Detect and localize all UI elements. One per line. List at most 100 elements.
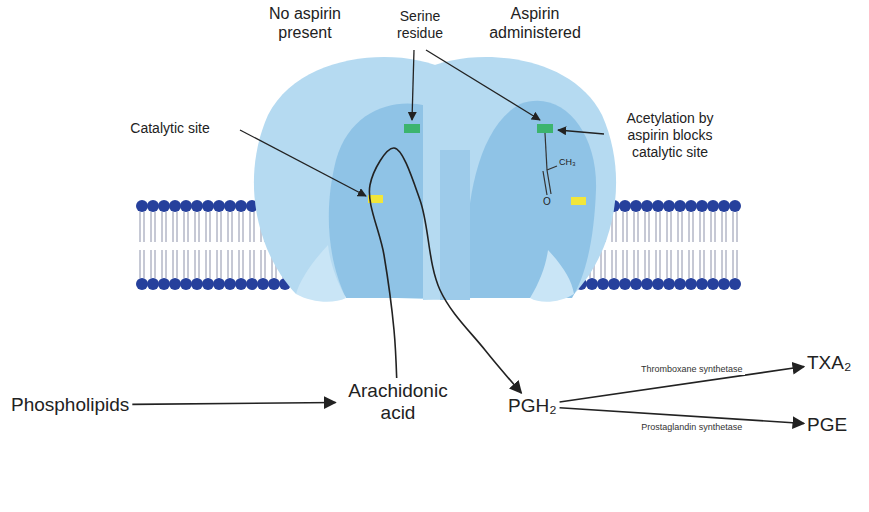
- pathway-molecule: Arachidonic acid: [336, 378, 461, 426]
- lipid-head: [608, 278, 620, 290]
- pathway-molecule: PGH₂: [505, 393, 560, 419]
- lipid-head: [619, 200, 631, 212]
- lipid-tail: [667, 212, 671, 242]
- reaction-arrow: [369, 148, 521, 393]
- lipid-tail: [217, 250, 221, 278]
- lipid-tail: [678, 250, 682, 278]
- lipid-tail: [700, 250, 704, 278]
- lipid-tail: [711, 212, 715, 242]
- lipid-tail: [173, 250, 177, 278]
- lipid-tail: [656, 250, 660, 278]
- lipid-tail: [195, 212, 199, 242]
- lipid-tail: [250, 212, 254, 242]
- lipid-head: [685, 200, 697, 212]
- callout-label: Serine residue: [384, 8, 456, 42]
- lipid-head: [674, 278, 686, 290]
- lipid-head: [169, 200, 181, 212]
- enzyme-lip: [296, 245, 346, 302]
- lipid-head: [729, 200, 741, 212]
- lipid-tail: [645, 250, 649, 278]
- lipid-tail: [261, 250, 265, 278]
- enzyme-lobe: [423, 57, 616, 300]
- lipid-tail: [228, 212, 232, 242]
- lipid-head: [707, 278, 719, 290]
- lipid-head: [202, 278, 214, 290]
- lipid-tail: [634, 212, 638, 242]
- lipid-head: [213, 200, 225, 212]
- lipid-tail: [667, 250, 671, 278]
- lipid-head: [641, 278, 653, 290]
- chemical-atom: O: [543, 196, 551, 208]
- lipid-tail: [228, 250, 232, 278]
- catalytic-site: [571, 197, 586, 205]
- lipid-tail: [733, 212, 737, 242]
- lipid-head: [663, 200, 675, 212]
- lipid-tail: [151, 250, 155, 278]
- lipid-tail: [162, 212, 166, 242]
- lipid-tail: [217, 212, 221, 242]
- lipid-tail: [722, 212, 726, 242]
- lipid-head: [257, 278, 269, 290]
- lipid-tail: [239, 212, 243, 242]
- enzyme-lobe: [254, 57, 447, 300]
- lipid-head: [652, 278, 664, 290]
- callout-label: Catalytic site: [100, 120, 240, 137]
- lipid-tail: [162, 250, 166, 278]
- node-text: TXA₂: [807, 352, 851, 374]
- lipid-head: [268, 278, 280, 290]
- lipid-head: [213, 278, 225, 290]
- lipid-tail: [689, 250, 693, 278]
- enzyme-label: Thromboxane synthetase: [639, 364, 745, 374]
- lipid-head: [235, 200, 247, 212]
- lipid-tail: [195, 250, 199, 278]
- lipid-head: [685, 278, 697, 290]
- node-text: Arachidonic acid: [339, 380, 458, 424]
- lipid-head: [180, 200, 192, 212]
- pathway-molecule: Phospholipids: [8, 392, 132, 418]
- lipid-head: [136, 278, 148, 290]
- lipid-head: [224, 200, 236, 212]
- lipid-head: [630, 200, 642, 212]
- lipid-head: [147, 278, 159, 290]
- lipid-tail: [140, 212, 144, 242]
- serine-residue: [537, 124, 553, 133]
- lipid-tail: [700, 212, 704, 242]
- lipid-tail: [239, 250, 243, 278]
- lipid-tail: [634, 250, 638, 278]
- chemical-group: CH₃: [559, 157, 576, 168]
- pathway-product: TXA₂: [804, 350, 854, 376]
- lipid-head: [158, 200, 170, 212]
- lipid-head: [136, 200, 148, 212]
- lipid-head: [718, 278, 730, 290]
- lipid-head: [597, 278, 609, 290]
- lipid-tail: [645, 212, 649, 242]
- pathway-product: PGE: [804, 412, 850, 438]
- lipid-tail: [250, 250, 254, 278]
- lipid-head: [191, 278, 203, 290]
- lipid-tail: [601, 250, 605, 278]
- lipid-tail: [140, 250, 144, 278]
- lipid-tail: [623, 250, 627, 278]
- lipid-tail: [206, 250, 210, 278]
- lipid-head: [235, 278, 247, 290]
- lipid-head: [652, 200, 664, 212]
- lipid-head: [147, 200, 159, 212]
- lipid-head: [718, 200, 730, 212]
- lipid-tail: [733, 250, 737, 278]
- lipid-head: [729, 278, 741, 290]
- lipid-head: [180, 278, 192, 290]
- lipid-tail: [656, 212, 660, 242]
- enzyme-lip: [530, 250, 574, 302]
- lipid-tail: [173, 212, 177, 242]
- reaction-arrow: [132, 402, 335, 404]
- lipid-tail: [711, 250, 715, 278]
- lipid-head: [663, 278, 675, 290]
- lipid-tail: [184, 212, 188, 242]
- lipid-tail: [206, 212, 210, 242]
- node-text: Phospholipids: [11, 394, 129, 416]
- enzyme-seam: [440, 150, 470, 300]
- lipid-head: [246, 278, 258, 290]
- lipid-head: [586, 278, 598, 290]
